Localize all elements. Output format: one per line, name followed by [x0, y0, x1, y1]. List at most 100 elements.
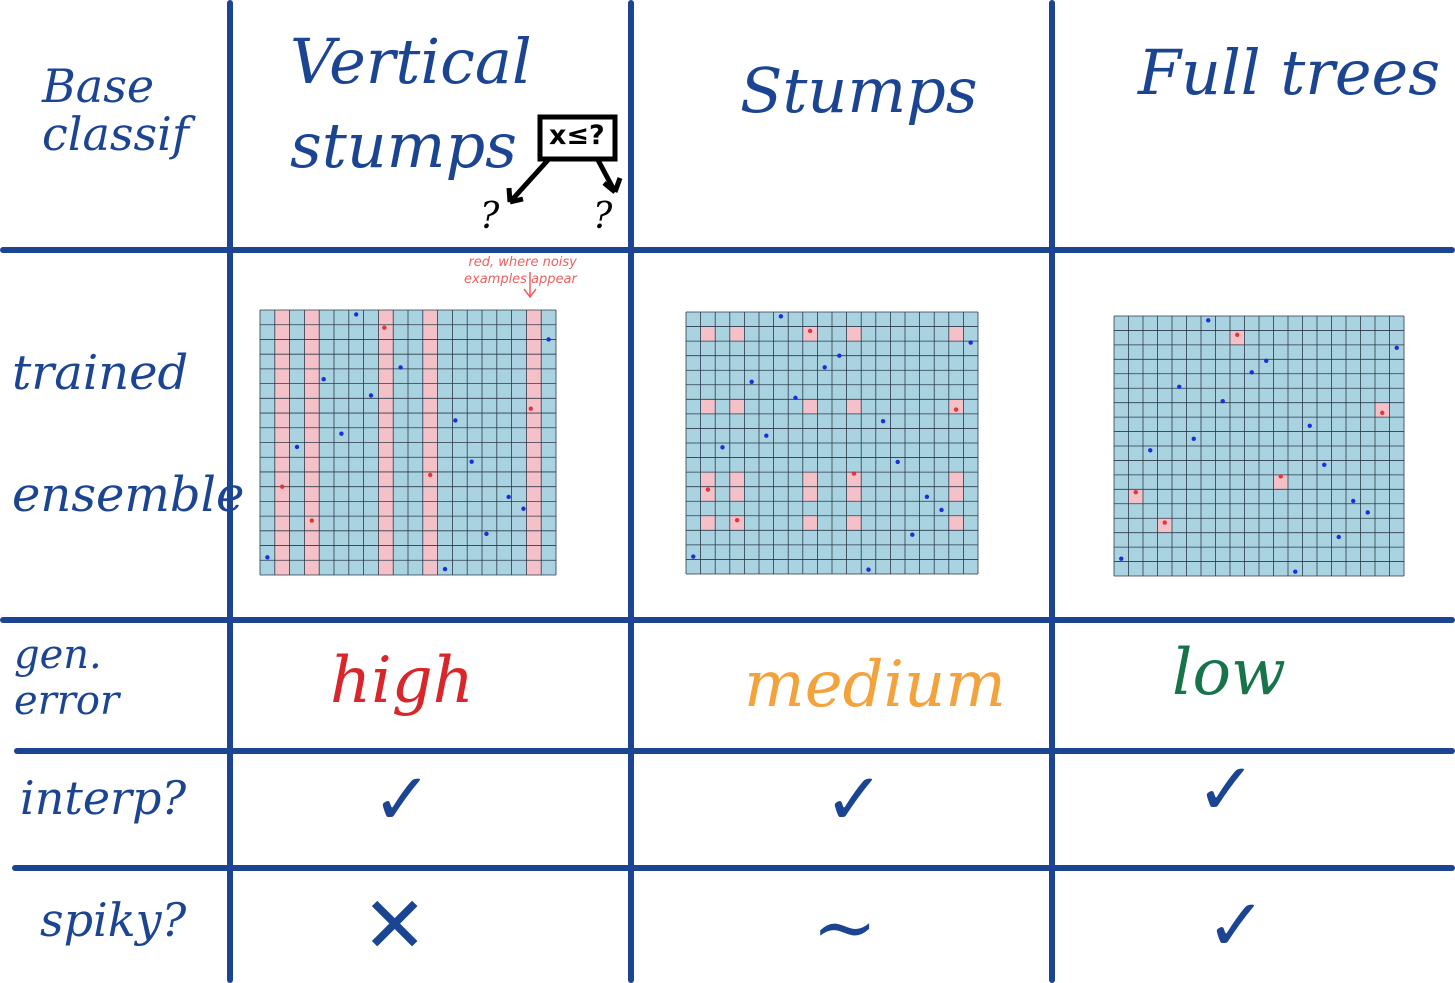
noisy-cell [846, 399, 862, 414]
gen-error-stumps: medium [744, 648, 1006, 722]
noisy-cell [1273, 474, 1288, 490]
grid-lines [259, 309, 557, 576]
row-label-generalization-error: gen. error [14, 632, 120, 724]
blue-data-point [442, 566, 448, 572]
blue-data-point [506, 494, 511, 500]
noisy-cell [729, 515, 745, 531]
column-header-stumps: Stumps [740, 54, 978, 127]
noisy-cell [846, 515, 862, 531]
row-divider-3 [14, 748, 1455, 754]
noisy-cell [948, 399, 964, 414]
column-divider-1 [227, 0, 233, 983]
noisy-cell [948, 515, 964, 531]
row-label-base-classifier: Base classif [42, 59, 189, 162]
noisy-cell [1157, 518, 1172, 533]
row-divider-4 [12, 865, 1455, 871]
noisy-cell [802, 399, 818, 414]
blue-data-point [895, 459, 900, 465]
blue-data-point [764, 433, 769, 438]
blue-data-point [1220, 399, 1225, 404]
blue-data-point [939, 507, 944, 513]
spiky-vertical-stumps-cross-icon: ✕ [362, 881, 428, 971]
grid-lines [685, 311, 979, 575]
blue-data-point [294, 444, 300, 450]
red-noisy-point [382, 325, 387, 330]
stump-left-leaf: ? [480, 196, 500, 237]
blue-data-point [1322, 462, 1327, 467]
red-noisy-point [1278, 474, 1283, 479]
noisy-cell [729, 472, 745, 487]
blue-data-point [880, 418, 886, 424]
red-noisy-point [953, 407, 959, 412]
red-noisy-point [528, 406, 534, 411]
blue-data-point [1264, 358, 1269, 363]
blue-data-point [1307, 423, 1312, 428]
blue-data-point [1249, 370, 1254, 375]
stump-left-branch [508, 158, 550, 204]
stump-node-box [537, 114, 618, 162]
stumps-ensemble-grid [685, 311, 979, 575]
noisy-cell [802, 486, 818, 502]
blue-data-point [822, 365, 827, 370]
grid-lines [1113, 315, 1405, 577]
gen-error-vertical-stumps: high [330, 644, 474, 718]
noisy-cell [948, 486, 964, 502]
blue-data-point [720, 445, 725, 450]
blue-data-point [1394, 345, 1399, 350]
noisy-cell [846, 486, 862, 502]
noisy-cell [729, 326, 745, 342]
noisy-cell [1375, 402, 1390, 418]
red-noisy-point [1133, 490, 1138, 495]
blue-data-point [321, 376, 326, 382]
stump-right-leaf: ? [593, 196, 613, 237]
noisy-cell [846, 472, 862, 487]
column-divider-3 [1049, 0, 1055, 983]
blue-data-point [691, 554, 696, 559]
stump-node-label: x≤? [549, 120, 605, 151]
blue-data-point [837, 353, 842, 358]
blue-data-point [1191, 436, 1196, 441]
red-noisy-point [1380, 410, 1385, 415]
blue-data-point [1336, 534, 1341, 540]
gen-error-full-trees: low [1172, 636, 1286, 710]
row-label-interpolation: interp? [20, 771, 187, 825]
noisy-cell [700, 486, 716, 502]
noisy-cell [1230, 330, 1245, 345]
interp-full-trees-check-icon: ✓ [1196, 747, 1257, 831]
blue-data-point [1119, 556, 1124, 561]
blue-data-point [1177, 384, 1182, 389]
blue-data-point [339, 431, 344, 436]
annotation-arrow [523, 272, 537, 299]
red-noisy-point [309, 518, 314, 523]
blue-data-point [546, 337, 551, 342]
blue-data-point [910, 532, 915, 537]
noisy-cell [948, 326, 964, 342]
blue-data-point [354, 312, 359, 317]
row-divider-2 [0, 617, 1455, 623]
column-header-vertical-stumps: Vertical stumps [290, 25, 532, 182]
noisy-cell [700, 472, 716, 487]
blue-data-point [265, 555, 270, 560]
blue-data-point [866, 567, 871, 572]
spiky-full-trees-check-icon: ✓ [1206, 883, 1267, 967]
blue-data-point [1148, 448, 1153, 453]
red-noisy-point [807, 328, 813, 334]
noisy-cell [802, 515, 818, 531]
blue-data-point [1293, 569, 1298, 574]
blue-data-point [968, 340, 973, 345]
noisy-cell [729, 486, 745, 502]
red-noisy-point [734, 517, 740, 523]
blue-data-point [778, 314, 784, 319]
noisy-cell [700, 515, 716, 531]
red-noisy-point [1235, 332, 1240, 337]
blue-data-point [749, 379, 754, 385]
red-noisy-point [280, 484, 285, 489]
column-header-full-trees: Full trees [1138, 36, 1441, 109]
blue-data-point [1351, 498, 1356, 504]
noisy-cell [846, 326, 862, 342]
red-noisy-point [428, 472, 433, 478]
spiky-stumps-tilde-icon: ∼ [812, 883, 878, 973]
red-noisy-point [851, 471, 857, 476]
blue-data-point [1206, 318, 1211, 323]
